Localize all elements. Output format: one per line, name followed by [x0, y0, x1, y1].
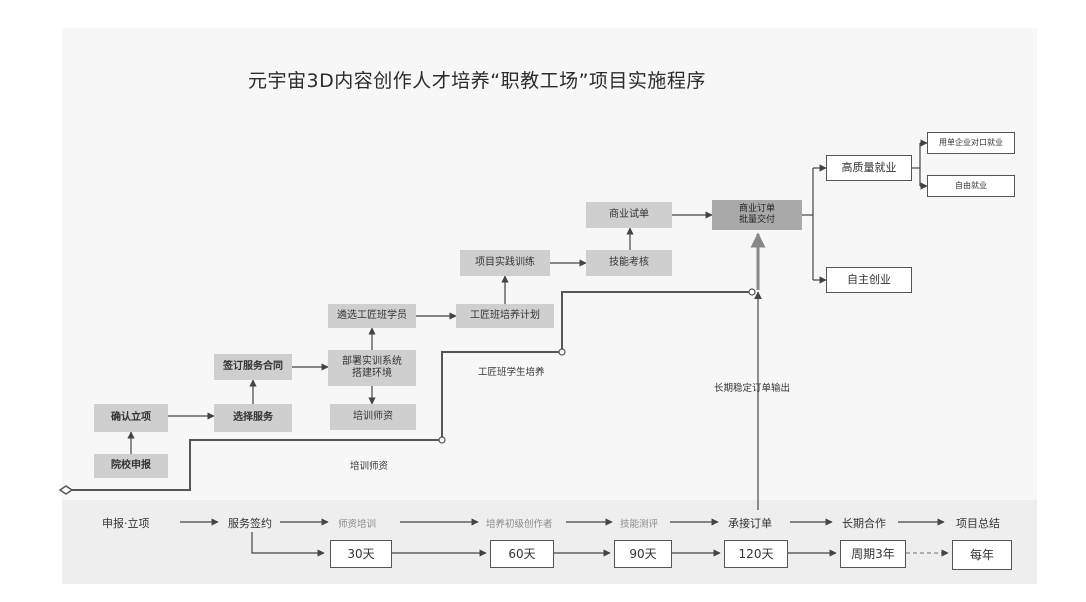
- duration-box-120: 120天: [724, 540, 788, 568]
- timeline-duration-start-connector: [251, 532, 325, 557]
- timeline-step-cooperation: 长期合作: [842, 517, 886, 530]
- confirm-project-box: 确认立项: [94, 404, 168, 432]
- progress-staircase-line: [66, 291, 752, 491]
- duration-box-30: 30天: [330, 540, 392, 568]
- junction-dot-3: [748, 288, 756, 296]
- deploy-system-box: 部署实训系统 搭建环境: [328, 350, 416, 386]
- duration-box-yearly: 每年: [952, 540, 1012, 570]
- quality-employment-box: 高质量就业: [826, 155, 912, 181]
- select-students-box: 遴选工匠班学员: [328, 304, 416, 328]
- start-diamond: [58, 485, 74, 495]
- business-trial-box: 商业试单: [586, 202, 672, 228]
- self-startup-box: 自主创业: [826, 267, 912, 293]
- timeline-step-creator: 培养初级创作者: [486, 519, 553, 530]
- project-practice-box: 项目实践训练: [460, 250, 550, 276]
- skill-assessment-box: 技能考核: [586, 250, 672, 276]
- trainer-staff-box: 培训师资: [330, 404, 416, 430]
- training-plan-box: 工匠班培养计划: [456, 304, 554, 328]
- sign-contract-box: 签订服务合同: [214, 354, 292, 380]
- junction-dot-2: [558, 348, 566, 356]
- timeline-step-sign: 服务签约: [228, 517, 272, 530]
- long-term-orders-label: 长期稳定订单输出: [714, 383, 791, 394]
- school-apply-box: 院校申报: [94, 454, 168, 478]
- timeline-step-summary: 项目总结: [956, 517, 1000, 530]
- student-training-path-label: 工匠班学生培养: [478, 367, 545, 378]
- timeline-step-skill-test: 技能测评: [620, 519, 659, 530]
- timeline-step-trainer: 师资培训: [338, 519, 377, 530]
- diagram-title: 元宇宙3D内容创作人才培养“职教工场”项目实施程序: [248, 70, 706, 92]
- timeline-step-orders: 承接订单: [728, 517, 772, 530]
- free-employment-box: 自由就业: [927, 175, 1015, 197]
- business-delivery-box: 商业订单 批量交付: [712, 200, 802, 230]
- trainer-staff-path-label: 培训师资: [350, 461, 389, 472]
- order-employment-box: 用单企业对口就业: [927, 132, 1015, 154]
- duration-box-90: 90天: [614, 540, 672, 568]
- junction-dot-1: [438, 436, 446, 444]
- select-service-box: 选择服务: [214, 404, 292, 432]
- duration-box-3-years: 周期3年: [840, 540, 906, 568]
- timeline-step-apply: 申报·立项: [102, 517, 150, 530]
- duration-box-60: 60天: [490, 540, 554, 568]
